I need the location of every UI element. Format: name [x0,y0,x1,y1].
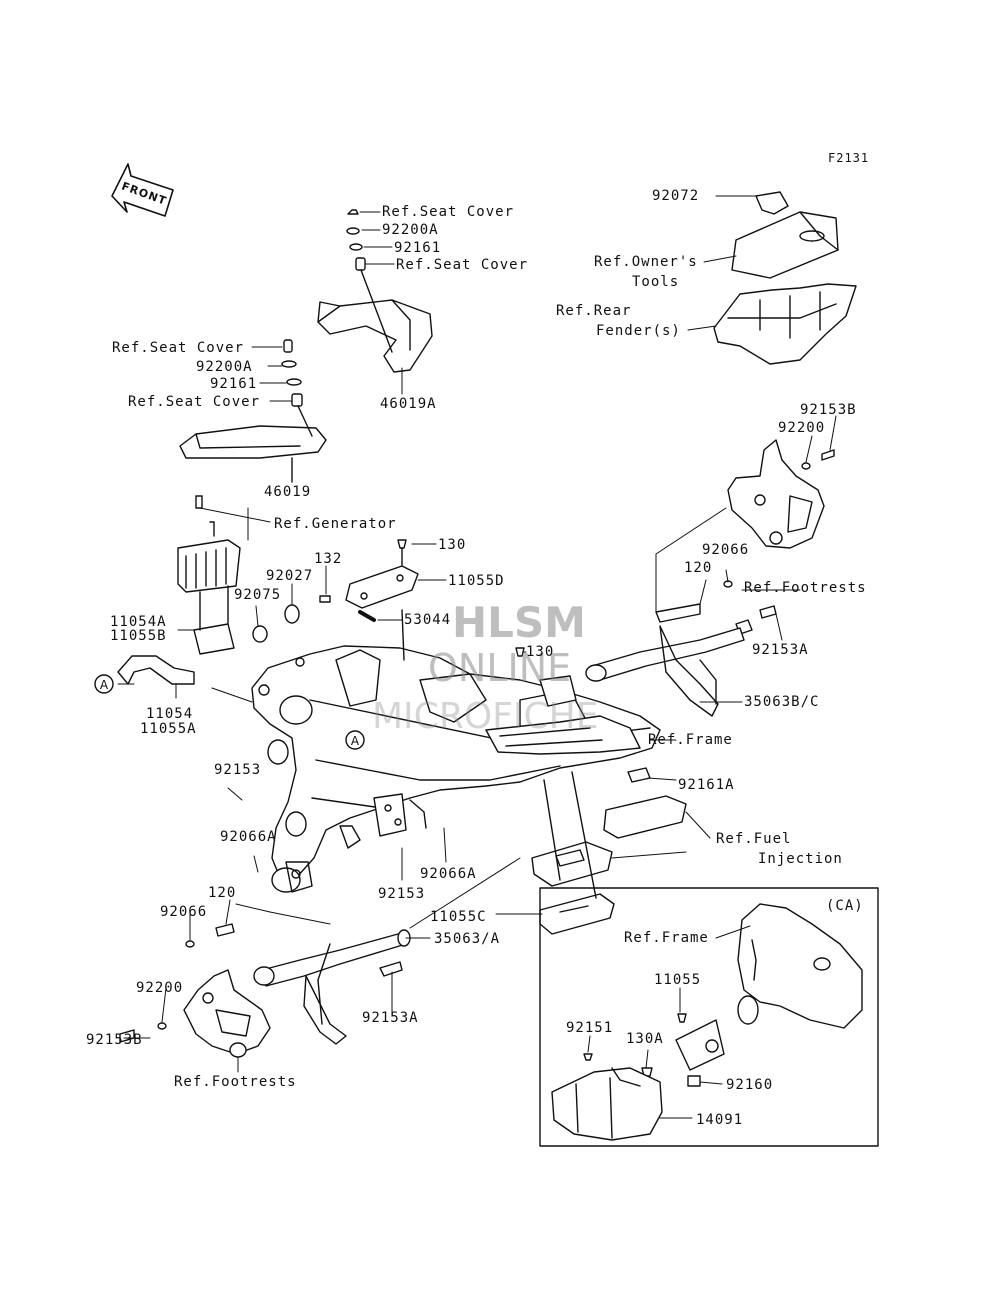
label-92072: 92072 [652,188,700,204]
figure-code: F2131 [828,151,870,165]
label-ref-rear-1: Ref.Rear [556,303,632,319]
label-92200a-top: 92200A [382,222,439,238]
center-stand-right [585,580,777,717]
main-frame [251,645,661,893]
label-11055a: 11055A [140,721,197,737]
ca-detail-box [539,887,879,1147]
label-92075: 92075 [234,587,282,603]
label-130-mid: 130 [526,644,555,660]
label-92161a: 92161A [678,777,735,793]
label-92027: 92027 [266,568,314,584]
label-92200-right: 92200 [778,420,826,436]
left-footrest-bracket [119,969,271,1058]
label-14091: 14091 [696,1112,744,1128]
ca-detail-parts [551,903,863,1141]
label-130a: 130A [626,1031,664,1047]
label-ref-owners-tools-1: Ref.Owner's [594,254,698,270]
fuel-injection-parts [531,767,687,935]
label-ref-fuel-2: Injection [758,851,843,867]
label-92153-mid: 92153 [378,886,426,902]
label-92066-right: 92066 [702,542,750,558]
circle-marker-a-left: A [94,674,114,694]
label-92151: 92151 [566,1020,614,1036]
label-ref-seat-cover-left1: Ref.Seat Cover [112,340,245,356]
label-92153b-left: 92153B [86,1032,143,1048]
grab-rail-46019 [179,339,327,483]
label-92200a-left: 92200A [196,359,253,375]
label-53044: 53044 [404,612,452,628]
label-11055b: 11055B [110,628,167,644]
label-92153a-left: 92153A [362,1010,419,1026]
watermark-online: ONLINE [428,646,572,690]
watermark-microfiche: MICROFICHE [372,696,599,737]
label-35063bc: 35063B/C [744,694,820,710]
label-ref-fuel-1: Ref.Fuel [716,831,792,847]
circle-marker-a-frame: A [345,730,365,750]
label-11054a: 11054A [110,614,167,630]
label-ref-frame-ca: Ref.Frame [624,930,709,946]
svg-text:A: A [100,678,109,692]
label-92153a-right: 92153A [752,642,809,658]
label-92066-left: 92066 [160,904,208,920]
label-92153-left: 92153 [214,762,262,778]
label-120-left: 120 [208,885,237,901]
label-ref-seat-cover-left2: Ref.Seat Cover [128,394,261,410]
bracket-11055d [345,539,525,661]
label-92153b-right: 92153B [800,402,857,418]
label-ref-frame-mid: Ref.Frame [648,732,733,748]
label-ref-generator: Ref.Generator [274,516,397,532]
label-ref-seat-cover-top2: Ref.Seat Cover [396,257,529,273]
grab-rail-46019a [317,209,433,373]
label-92066a-mid: 92066A [420,866,477,882]
label-11055d: 11055D [448,573,505,589]
owners-tools-and-fender [713,191,857,365]
leader-lines [117,195,837,1119]
label-130-top: 130 [438,537,467,553]
front-arrow-icon: FRONT [111,163,174,217]
label-46019: 46019 [264,484,312,500]
label-92200-left: 92200 [136,980,184,996]
label-92066a-left: 92066A [220,829,277,845]
center-stand-left [185,923,411,1045]
label-11055-ca: 11055 [654,972,702,988]
label-120-right: 120 [684,560,713,576]
label-92161-top: 92161 [394,240,442,256]
label-92160: 92160 [726,1077,774,1093]
label-ref-rear-2: Fender(s) [596,323,681,339]
label-92161-left: 92161 [210,376,258,392]
label-11055c: 11055C [430,909,487,925]
watermark-hlsm: HLSM [452,598,586,647]
ca-box-label: (CA) [826,898,864,914]
right-footrest-bracket [727,439,835,549]
label-ref-seat-cover-top1: Ref.Seat Cover [382,204,515,220]
label-132: 132 [314,551,343,567]
label-11054: 11054 [146,706,194,722]
label-46019a: 46019A [380,396,437,412]
label-35063a: 35063/A [434,931,501,947]
label-ref-owners-tools-2: Tools [632,274,680,290]
bracket-11054 [117,655,195,685]
regulator-rectifier [177,495,331,655]
svg-text:A: A [351,734,360,748]
label-ref-footrests-left: Ref.Footrests [174,1074,297,1090]
label-ref-footrests-right: Ref.Footrests [744,580,867,596]
